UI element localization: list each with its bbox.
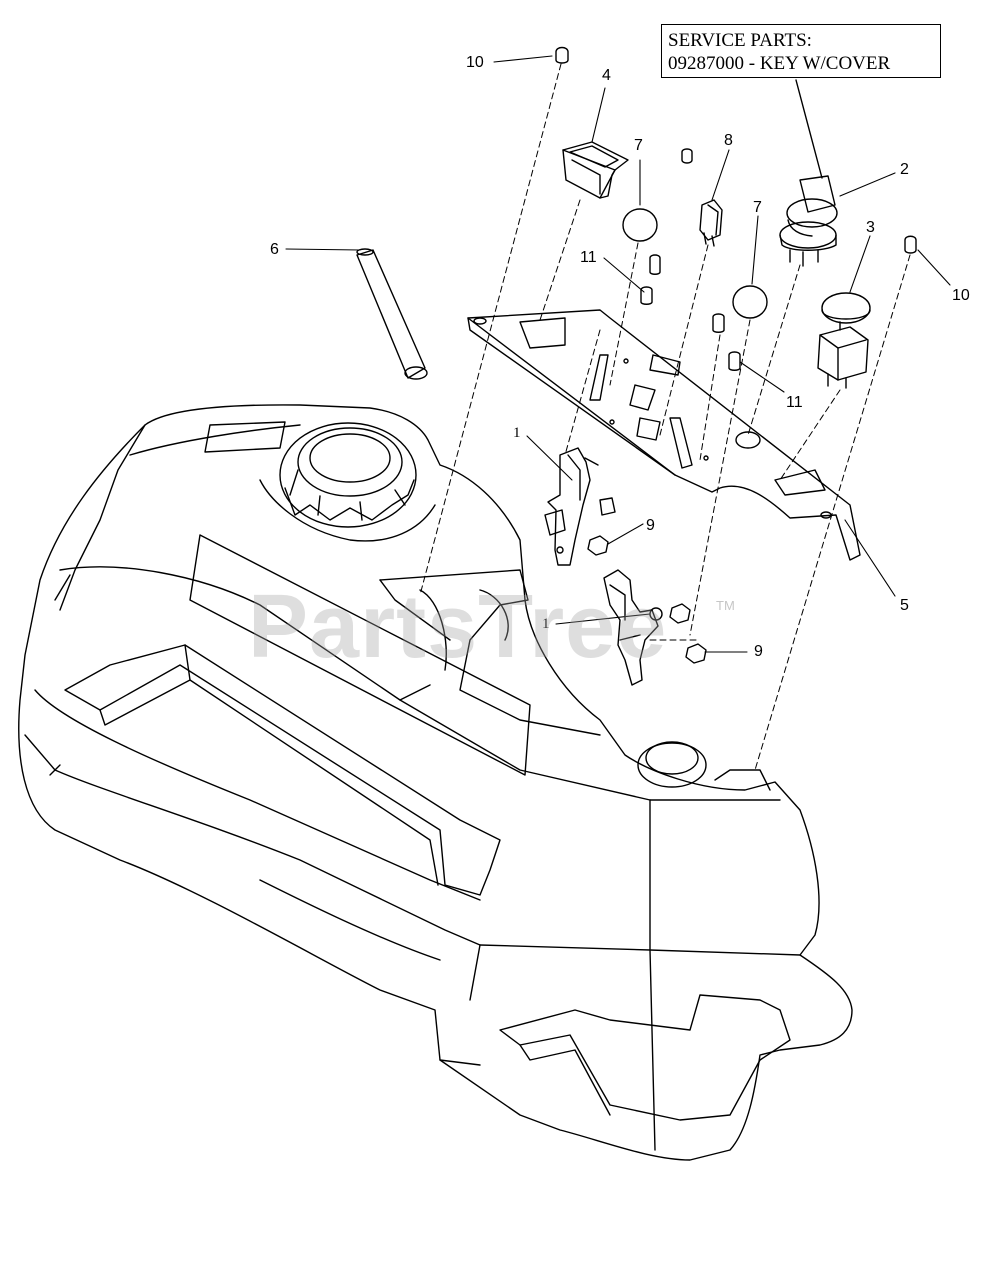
screw-11a <box>640 254 661 305</box>
callout-11-right: 11 <box>786 394 803 411</box>
ignition-switch <box>779 175 838 267</box>
service-parts-title: SERVICE PARTS: <box>668 30 812 51</box>
screw-10b <box>904 235 917 254</box>
callout-10-top: 10 <box>466 54 484 71</box>
dash-panel <box>467 309 861 561</box>
tube <box>356 248 428 380</box>
service-parts-box: SERVICE PARTS: 09287000 - KEY W/COVER <box>661 24 941 78</box>
callout-leaders <box>285 55 951 653</box>
grommet-7a <box>622 208 658 242</box>
callout-3: 3 <box>866 219 875 236</box>
fuel-cap <box>259 422 436 542</box>
service-parts-key-cover: 09287000 - KEY W/COVER <box>668 53 891 74</box>
interlock-switch-1a <box>544 447 616 566</box>
callout-10-right: 10 <box>952 287 970 304</box>
screw-misc-a <box>681 148 693 164</box>
screw-10a <box>555 46 569 64</box>
callout-8: 8 <box>724 132 733 149</box>
watermark-tm: TM <box>716 598 735 613</box>
callout-1-lower: 1 <box>542 616 550 632</box>
callout-6: 6 <box>270 241 279 258</box>
callout-2: 2 <box>900 161 909 178</box>
nut-9b <box>669 603 707 664</box>
screw-11b <box>712 313 741 371</box>
grommet-7b <box>732 285 768 319</box>
callout-5: 5 <box>900 597 909 614</box>
watermark-logo: PartsTree <box>248 577 668 677</box>
callout-11-left: 11 <box>580 249 597 266</box>
small-switch <box>699 199 723 247</box>
pto-switch <box>817 292 871 389</box>
nut-9a <box>587 535 609 556</box>
fuel-tank-housing <box>18 404 853 1161</box>
assembly-lines <box>419 63 911 771</box>
callout-7-right: 7 <box>753 199 762 216</box>
callout-1-upper: 1 <box>513 425 521 441</box>
callout-7-left: 7 <box>634 137 643 154</box>
callout-4: 4 <box>602 67 611 84</box>
dash-mount <box>379 569 771 791</box>
callout-9-upper: 9 <box>646 517 655 534</box>
rocker-switch <box>562 141 629 199</box>
callout-9-lower: 9 <box>754 643 763 660</box>
service-parts-leader <box>795 79 823 179</box>
